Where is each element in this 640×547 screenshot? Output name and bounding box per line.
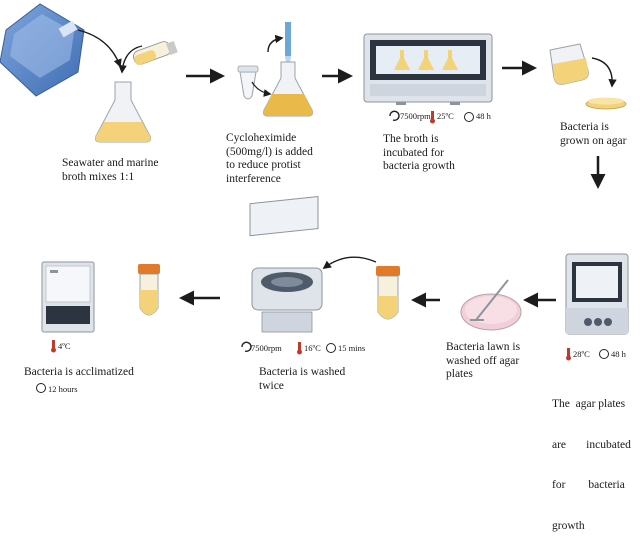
step8-caption: Bacteria is acclimatized (24, 366, 134, 378)
step8-temp-value: 4ºC (58, 341, 71, 351)
step5-temp: 28ºC (573, 349, 590, 359)
step2-caption: Cycloheximide (500mg/l) is added to redu… (226, 132, 313, 186)
centrifuge-icon (249, 196, 323, 333)
step2-caption-line2: (500mg/l) is added (226, 145, 313, 158)
workflow-graphics (0, 3, 629, 393)
broth-tube-icon (133, 40, 178, 65)
step3-caption-line2: incubated for (383, 146, 444, 159)
step6-caption-line2: washed off agar (446, 354, 520, 367)
step7-caption-line2: twice (259, 379, 284, 392)
step6-caption: Bacteria lawn is washed off agar plates (446, 341, 520, 382)
step5-caption-line4: growth (552, 519, 585, 532)
step7-caption: Bacteria is washed twice (259, 366, 345, 393)
step3-caption-line3: bacteria growth (383, 160, 455, 172)
falcon-tube-icon (376, 266, 400, 320)
step3-speed-value: 7500rpm (400, 111, 431, 121)
falcon-tube-icon (138, 264, 160, 316)
step4-caption-line1: Bacteria is (560, 121, 609, 133)
step7-temp: 16ºC (304, 343, 321, 353)
petri-dish-icon (460, 279, 522, 331)
step3-temp: 25ºC (437, 111, 454, 121)
step5-caption-line3: for bacteria (552, 479, 625, 491)
step3-temp-value: 25ºC (437, 111, 454, 121)
step7-speed: 7500rpm (251, 343, 282, 353)
step2-caption-line3: to reduce protist (226, 159, 301, 171)
workflow-diagram: Seawater and marine broth mixes 1:1 Cycl… (0, 3, 631, 532)
step8-time: 12 hours (48, 384, 78, 394)
step3-caption-line1: The broth is (383, 133, 439, 145)
step5-time: 48 h (611, 349, 626, 359)
flask-icon (549, 43, 589, 85)
flask-icon (95, 81, 151, 143)
petri-dish-icon (585, 97, 627, 110)
step7-time: 15 mins (338, 343, 365, 353)
step7-speed-value: 7500rpm (251, 343, 282, 353)
step3-time: 48 h (476, 111, 491, 121)
step4-caption: Bacteria is grown on agar (560, 121, 626, 148)
freezer-icon (41, 261, 95, 333)
step3-speed: 7500rpm (400, 111, 431, 121)
step2-caption-line4: interference (226, 172, 281, 185)
step8-temp: 4ºC (58, 341, 71, 351)
step4-caption-line2: grown on agar (560, 134, 627, 147)
step2-caption-line1: Cycloheximide (226, 132, 297, 144)
step1-caption-line1: Seawater and marine (62, 157, 159, 169)
step5-caption-line2: are incubated (552, 438, 631, 451)
step7-time-value: 15 mins (338, 343, 366, 353)
incubator-icon (565, 253, 629, 335)
timer-icon (36, 112, 609, 393)
step1-caption: Seawater and marine broth mixes 1:1 (62, 157, 158, 184)
step6-caption-line3: plates (446, 368, 473, 380)
step5-time-value: 48 h (611, 349, 626, 359)
step7-caption-line1: Bacteria is washed (259, 366, 346, 378)
step1-caption-line2: broth mixes 1:1 (62, 170, 135, 183)
shaker-incubator-icon (363, 33, 493, 105)
step7-temp-value: 16ºC (304, 343, 321, 353)
flask-icon (263, 61, 313, 117)
step6-caption-line1: Bacteria lawn is (446, 341, 521, 353)
step3-time-value: 48 h (476, 111, 491, 121)
seawater-bottle-icon (0, 3, 85, 97)
step5-caption-line1: The agar plates (552, 398, 626, 410)
thermometer-icon (51, 111, 571, 361)
rotation-icon (241, 110, 400, 352)
step5-temp-value: 28ºC (573, 349, 590, 359)
microtube-icon (237, 65, 259, 100)
step8-time-value: 12 hours (48, 384, 78, 394)
step5-caption: The agar plates are incubated for bacter… (552, 371, 636, 547)
step3-caption: The broth is incubated for bacteria grow… (383, 133, 455, 174)
